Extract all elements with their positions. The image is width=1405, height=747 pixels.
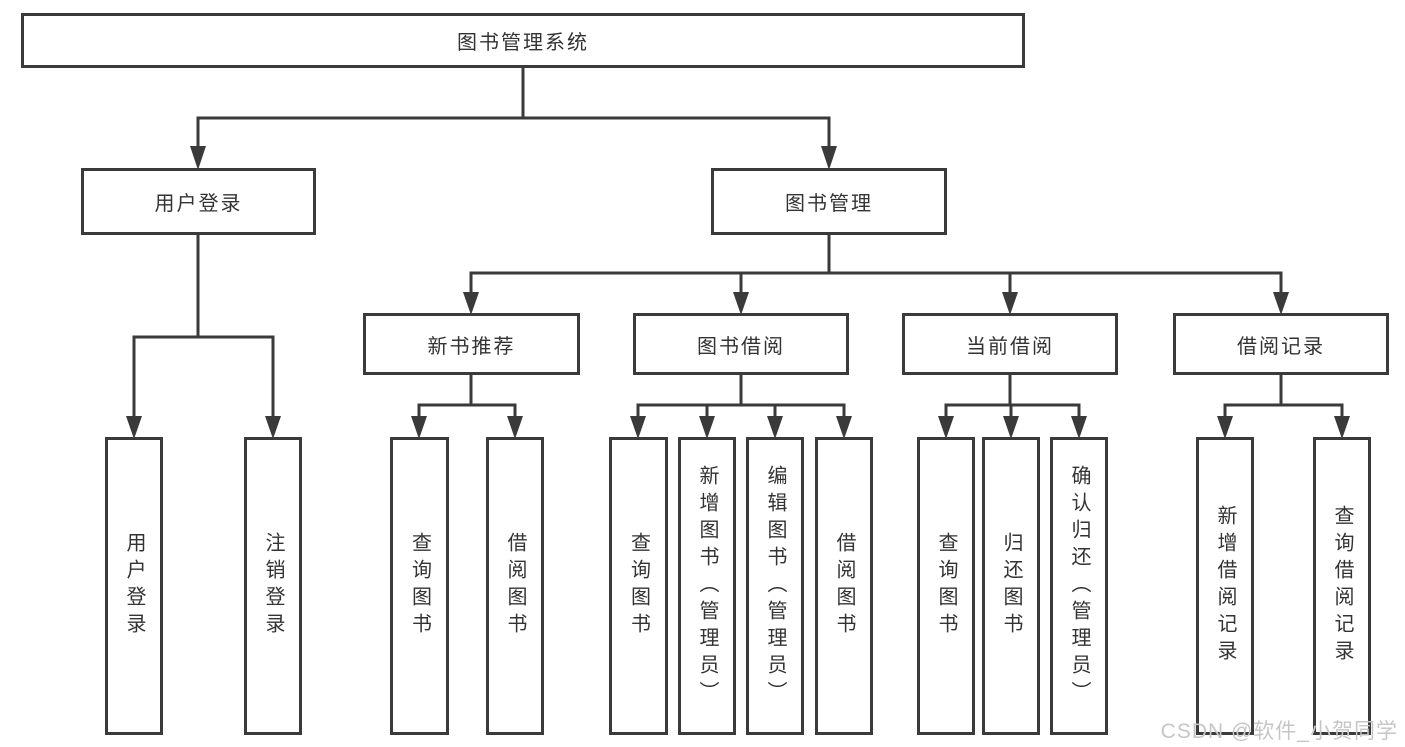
- node-new-books-label: 新书推荐: [427, 335, 516, 358]
- node-book-management: 图书管理: [711, 168, 947, 235]
- leaf-query-borrow-record: 查询借阅记录: [1313, 437, 1371, 735]
- leaf-add-books-admin-label: 新增图书（管理员）: [696, 464, 718, 708]
- leaf-borrow-query-books-label: 查询图书: [627, 532, 650, 640]
- node-book-management-label: 图书管理: [785, 193, 873, 215]
- leaf-logout: 注销登录: [244, 437, 302, 735]
- node-borrow-records-label: 借阅记录: [1237, 335, 1325, 358]
- leaf-borrow-query-books: 查询图书: [609, 437, 668, 735]
- leaf-new-books-query-label: 查询图书: [408, 532, 431, 640]
- node-current-borrowing: 当前借阅: [902, 313, 1118, 375]
- leaf-confirm-return-admin: 确认归还（管理员）: [1050, 437, 1108, 735]
- node-user-login: 用户登录: [81, 168, 316, 235]
- leaf-user-login-label: 用户登录: [123, 532, 145, 640]
- node-new-books: 新书推荐: [363, 313, 580, 375]
- node-user-login-label: 用户登录: [154, 193, 243, 215]
- leaf-logout-label: 注销登录: [262, 532, 284, 640]
- leaf-add-borrow-record-label: 新增借阅记录: [1214, 505, 1236, 667]
- leaf-add-borrow-record: 新增借阅记录: [1196, 437, 1254, 735]
- leaf-user-login: 用户登录: [105, 437, 163, 735]
- leaf-query-borrow-record-label: 查询借阅记录: [1331, 505, 1353, 667]
- root-node-label: 图书管理系统: [457, 32, 589, 54]
- leaf-new-books-borrow: 借阅图书: [486, 437, 544, 735]
- node-borrow-records: 借阅记录: [1173, 313, 1389, 375]
- leaf-confirm-return-admin-label: 确认归还（管理员）: [1068, 464, 1090, 708]
- leaf-new-books-query: 查询图书: [390, 437, 449, 735]
- leaf-add-books-admin: 新增图书（管理员）: [678, 437, 736, 735]
- leaf-return-books-label: 归还图书: [1000, 532, 1022, 640]
- leaf-current-query-books: 查询图书: [917, 437, 975, 735]
- node-book-borrowing: 图书借阅: [633, 313, 849, 375]
- leaf-edit-books-admin-label: 编辑图书（管理员）: [764, 464, 786, 708]
- root-node: 图书管理系统: [21, 13, 1025, 68]
- leaf-edit-books-admin: 编辑图书（管理员）: [746, 437, 804, 735]
- leaf-borrow-books-label: 借阅图书: [833, 532, 855, 640]
- leaf-borrow-books: 借阅图书: [815, 437, 873, 735]
- node-book-borrowing-label: 图书借阅: [697, 335, 785, 358]
- node-current-borrowing-label: 当前借阅: [966, 335, 1054, 358]
- leaf-current-query-books-label: 查询图书: [935, 532, 957, 640]
- leaf-return-books: 归还图书: [982, 437, 1040, 735]
- leaf-new-books-borrow-label: 借阅图书: [504, 532, 526, 640]
